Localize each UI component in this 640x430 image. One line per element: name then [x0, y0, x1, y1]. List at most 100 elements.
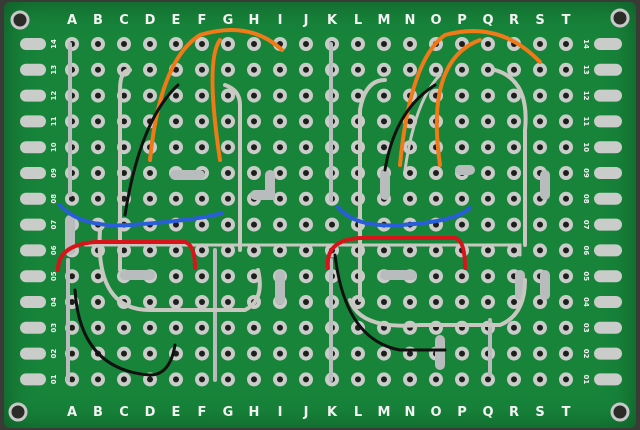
hole-icon: [251, 170, 257, 176]
edge-pad-left: [20, 63, 46, 76]
hole-icon: [251, 247, 257, 254]
hole-icon: [225, 350, 231, 357]
column-label-bottom: S: [535, 405, 544, 420]
edge-pads: [20, 38, 622, 386]
hole-icon: [381, 66, 387, 73]
hole-icon: [563, 324, 569, 331]
gray-wire: [493, 68, 528, 247]
hole-icon: [563, 170, 569, 176]
hole-icon: [303, 350, 309, 357]
black-wire: [383, 83, 437, 172]
hole-icon: [303, 376, 309, 383]
edge-pad-right: [594, 63, 622, 76]
hole-icon: [433, 66, 439, 73]
column-label-top: F: [198, 13, 207, 28]
row-label-left: 08: [50, 194, 58, 204]
column-label-bottom: D: [145, 405, 156, 420]
hole-icon: [199, 41, 205, 47]
edge-pad-right: [594, 218, 622, 231]
hole-icon: [485, 66, 491, 73]
hole-icon: [459, 376, 465, 383]
row-label-right: 08: [582, 194, 590, 204]
column-label-bottom: J: [303, 405, 309, 420]
hole-icon: [511, 195, 517, 202]
hole-icon: [303, 144, 309, 151]
row-label-right: 07: [582, 220, 590, 230]
column-label-top: D: [145, 13, 156, 28]
hole-icon: [69, 195, 75, 202]
pcb-board: [4, 2, 636, 428]
row-label-left: 03: [50, 323, 58, 333]
hole-icon: [355, 92, 361, 99]
hole-icon: [277, 92, 283, 99]
hole-icon: [563, 144, 569, 151]
hole-icon: [277, 66, 283, 73]
hole-icon: [537, 324, 543, 331]
row-label-right: 10: [582, 142, 590, 152]
row-label-right: 12: [582, 91, 590, 101]
hole-icon: [485, 247, 491, 254]
column-label-top: C: [119, 13, 129, 28]
hole-icon: [459, 195, 465, 202]
edge-pad-left: [20, 296, 46, 308]
hole-icon: [95, 376, 101, 383]
hole-icon: [433, 273, 439, 280]
hole-icon: [69, 299, 75, 305]
hole-icon: [147, 350, 153, 357]
column-label-top: K: [327, 13, 338, 28]
hole-icon: [459, 350, 465, 357]
column-label-bottom: I: [278, 405, 283, 420]
hole-icon: [303, 273, 309, 280]
edge-pad-left: [20, 270, 46, 283]
column-label-bottom: G: [223, 405, 234, 420]
hole-icon: [563, 350, 569, 357]
hole-icon: [277, 144, 283, 151]
hole-icon: [173, 273, 179, 280]
hole-icon: [459, 92, 465, 99]
hole-icon: [563, 247, 569, 254]
hole-icon: [303, 247, 309, 254]
mounting-hole-icon: [8, 402, 28, 422]
hole-icon: [251, 144, 257, 151]
edge-pad-right: [594, 115, 622, 128]
hole-icon: [199, 376, 205, 383]
column-label-top: T: [562, 13, 571, 28]
solder-blob: [250, 170, 275, 200]
hole-icon: [95, 273, 101, 280]
hole-icon: [173, 247, 179, 254]
edge-pad-right: [594, 270, 622, 283]
row-label-left: 06: [50, 245, 58, 255]
hole-icon: [121, 144, 127, 151]
column-label-bottom: L: [354, 405, 362, 420]
hole-icon: [225, 170, 231, 176]
edge-pad-right: [594, 244, 622, 257]
black-wire: [333, 253, 447, 352]
column-label-top: E: [172, 13, 181, 28]
hole-icon: [173, 299, 179, 305]
black-wire: [123, 83, 180, 217]
column-label-top: S: [535, 13, 544, 28]
hole-icon: [563, 66, 569, 73]
hole-icon: [563, 376, 569, 383]
hole-icon: [121, 350, 127, 357]
edge-pad-left: [20, 192, 46, 205]
edge-pad-right: [594, 373, 622, 386]
hole-icon: [459, 118, 465, 125]
hole-icon: [199, 273, 205, 280]
column-label-bottom: P: [457, 405, 467, 420]
row-label-right: 14: [582, 39, 590, 49]
edge-pad-left: [20, 167, 46, 179]
hole-icon: [485, 118, 491, 125]
hole-icon: [147, 170, 153, 176]
hole-icon: [381, 144, 387, 151]
hole-icon: [95, 170, 101, 176]
column-label-bottom: B: [93, 405, 103, 420]
row-label-left: 12: [50, 91, 58, 101]
edge-pad-left: [20, 373, 46, 386]
column-label-top: A: [67, 13, 77, 28]
hole-icon: [537, 92, 543, 99]
hole-icon: [199, 92, 205, 99]
hole-icon: [407, 66, 413, 73]
column-label-top: B: [93, 13, 103, 28]
hole-icon: [511, 376, 517, 383]
